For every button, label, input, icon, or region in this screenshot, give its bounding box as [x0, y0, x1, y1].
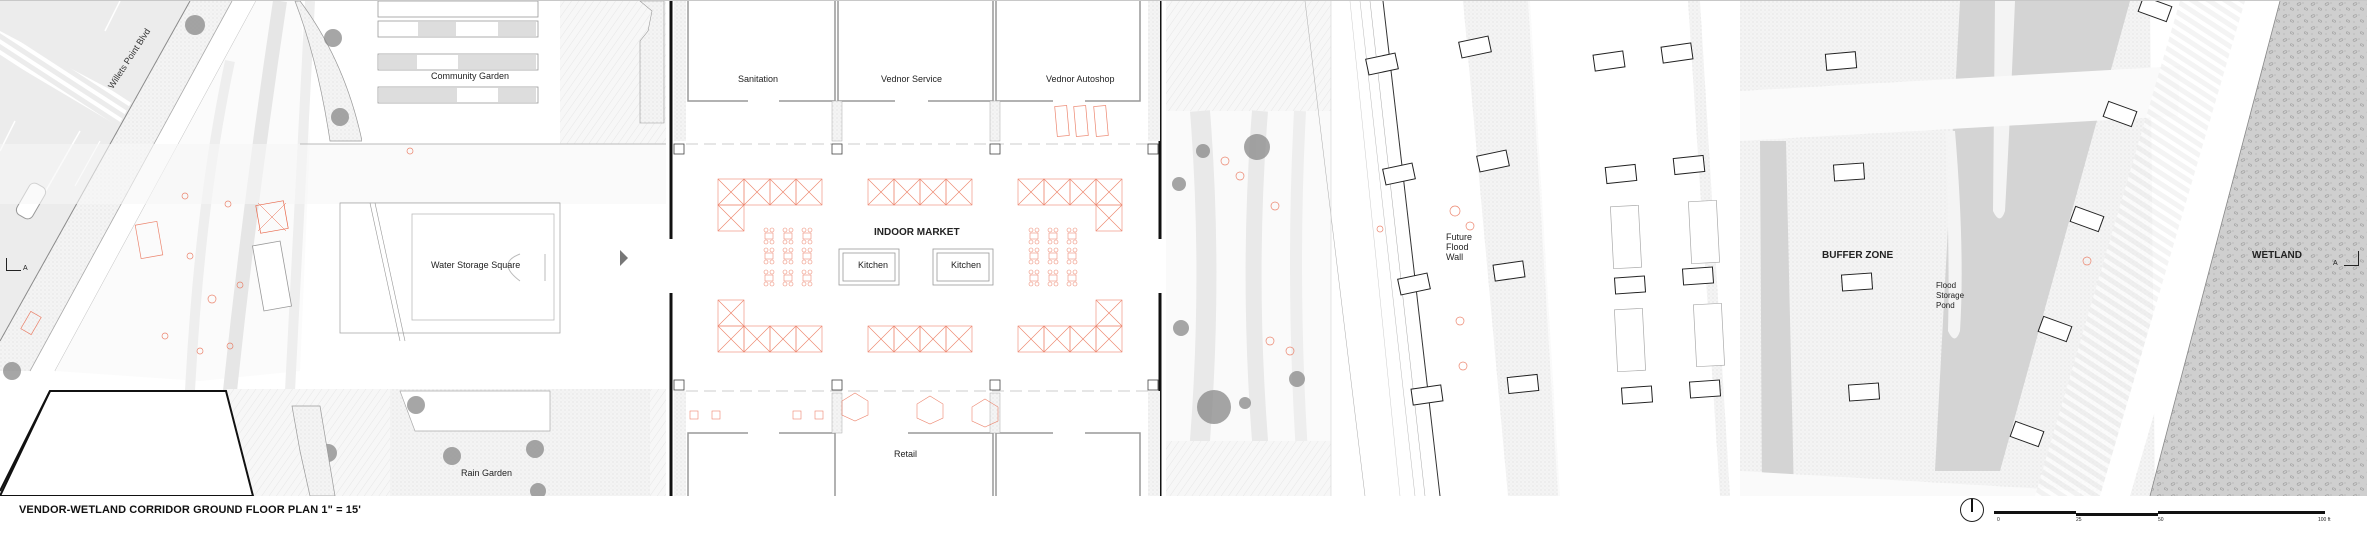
floor-plan: Willets Point Blvd A A Community Garden …	[0, 0, 2367, 496]
floor-plan-drawing	[0, 1, 2367, 496]
section-marker-left	[6, 258, 21, 271]
label-buffer-zone: BUFFER ZONE	[1822, 250, 1894, 261]
label-vendor-autoshop: Vednor Autoshop	[1046, 74, 1115, 84]
label-kitchen-2: Kitchen	[951, 260, 982, 270]
label-retail: Retail	[894, 449, 918, 459]
scale-tick-25: 25	[2076, 517, 2082, 523]
section-marker-right-label: A	[2333, 260, 2338, 267]
scale-tick-50: 50	[2158, 517, 2164, 523]
section-marker-left-label: A	[23, 265, 28, 272]
drawing-title: VENDOR-WETLAND CORRIDOR GROUND FLOOR PLA…	[19, 504, 361, 516]
section-marker-right	[2344, 251, 2359, 266]
label-wetland: WETLAND	[2252, 250, 2302, 261]
scale-tick-0: 0	[1997, 517, 2000, 523]
label-future-flood-wall: Future Flood Wall	[1446, 232, 1473, 262]
triangle-right-icon	[620, 250, 628, 266]
label-community-garden: Community Garden	[431, 71, 510, 81]
north-arrow-icon	[1960, 498, 1984, 522]
label-kitchen-1: Kitchen	[858, 260, 889, 270]
label-vendor-service: Vednor Service	[881, 74, 943, 84]
label-flood-storage-pond: Flood Storage Pond	[1936, 281, 1965, 310]
label-indoor-market: INDOOR MARKET	[874, 227, 960, 238]
label-water-storage-square: Water Storage Square	[431, 260, 521, 270]
scale-tick-100: 100 ft	[2318, 517, 2331, 523]
scale-bar	[1994, 511, 2325, 517]
label-rain-garden: Rain Garden	[461, 468, 513, 478]
label-sanitation: Sanitation	[738, 74, 779, 84]
